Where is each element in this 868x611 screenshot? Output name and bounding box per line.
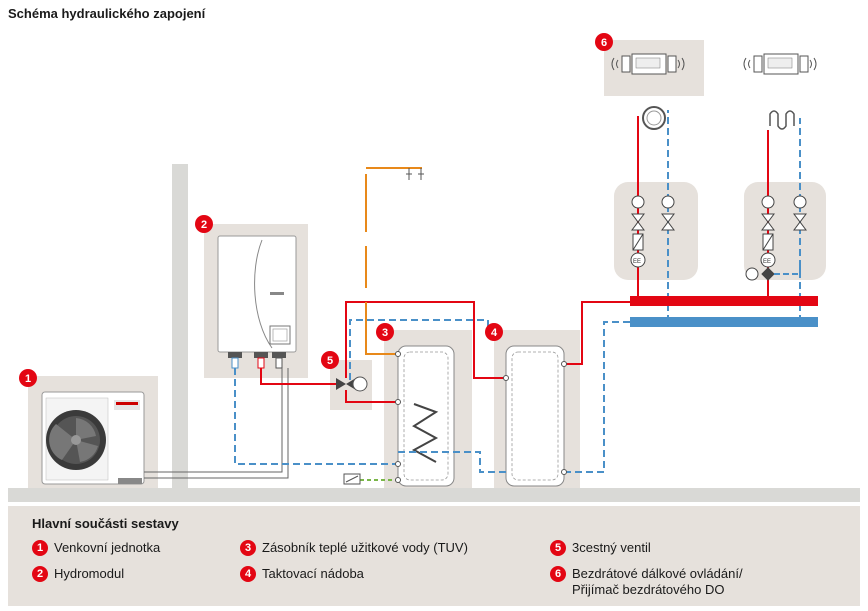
marker-4: 4 xyxy=(485,323,503,341)
pump-group-1-box xyxy=(614,182,698,280)
legend-item-outdoor-unit: 1 Venkovní jednotka xyxy=(32,540,160,556)
supply-manifold xyxy=(630,296,818,306)
legend-badge: 6 xyxy=(550,566,566,582)
marker-2: 2 xyxy=(195,215,213,233)
pump-group-1 xyxy=(630,195,675,268)
dhw-tank xyxy=(397,345,455,487)
outdoor-unit xyxy=(41,391,145,485)
diagram-title: Schéma hydraulického zapojení xyxy=(8,6,206,21)
legend-item-three-way-valve: 5 3cestný ventil xyxy=(550,540,651,556)
legend-badge: 2 xyxy=(32,566,48,582)
legend-badge: 5 xyxy=(550,540,566,556)
svg-text:6: 6 xyxy=(601,37,607,49)
legend-item-buffer-tank: 4 Taktovací nádoba xyxy=(240,566,364,582)
svg-text:4: 4 xyxy=(491,327,498,339)
buffer-tank xyxy=(505,345,565,487)
drain-valve xyxy=(343,473,361,485)
return-manifold xyxy=(630,317,818,327)
legend-item-dhw-tank: 3 Zásobník teplé užitkové vody (TUV) xyxy=(240,540,468,556)
legend-label: 3cestný ventil xyxy=(572,540,651,555)
legend-label: Taktovací nádoba xyxy=(262,566,364,581)
pump-group-2-box xyxy=(744,182,826,280)
marker-5: 5 xyxy=(321,351,339,369)
legend-label: Bezdrátové dálkové ovládání/ Přijímač be… xyxy=(572,566,743,597)
svg-text:EE: EE xyxy=(763,259,771,265)
house-wall xyxy=(172,164,188,488)
legend-badge: 1 xyxy=(32,540,48,556)
legend-badge: 3 xyxy=(240,540,256,556)
ground-strip xyxy=(8,488,860,502)
svg-text:2: 2 xyxy=(201,219,207,231)
svg-text:3: 3 xyxy=(382,327,388,339)
hydromodule xyxy=(217,235,297,369)
legend-item-hydromodule: 2 Hydromodul xyxy=(32,566,124,582)
remote-control-1 xyxy=(611,53,685,75)
floor-heating-icon xyxy=(769,110,795,130)
legend-badge: 4 xyxy=(240,566,256,582)
marker-1: 1 xyxy=(19,369,37,387)
svg-text:5: 5 xyxy=(327,355,333,367)
svg-text:EE: EE xyxy=(633,259,641,265)
legend-label: Venkovní jednotka xyxy=(54,540,161,555)
marker-6: 6 xyxy=(595,33,613,51)
remote-control-2 xyxy=(743,53,817,75)
legend-label: Zásobník teplé užitkové vody (TUV) xyxy=(262,540,468,555)
legend-item-wireless-remote: 6 Bezdrátové dálkové ovládání/ Přijímač … xyxy=(550,566,743,598)
legend-heading: Hlavní součásti sestavy xyxy=(32,516,179,531)
marker-3: 3 xyxy=(376,323,394,341)
radiator-icon xyxy=(642,106,666,130)
legend-label: Hydromodul xyxy=(54,566,125,581)
svg-text:1: 1 xyxy=(25,373,31,385)
legend-panel: Hlavní součásti sestavy 1 Venkovní jedno… xyxy=(8,506,860,606)
pump-group-2 xyxy=(745,195,807,281)
three-way-valve xyxy=(336,376,368,392)
